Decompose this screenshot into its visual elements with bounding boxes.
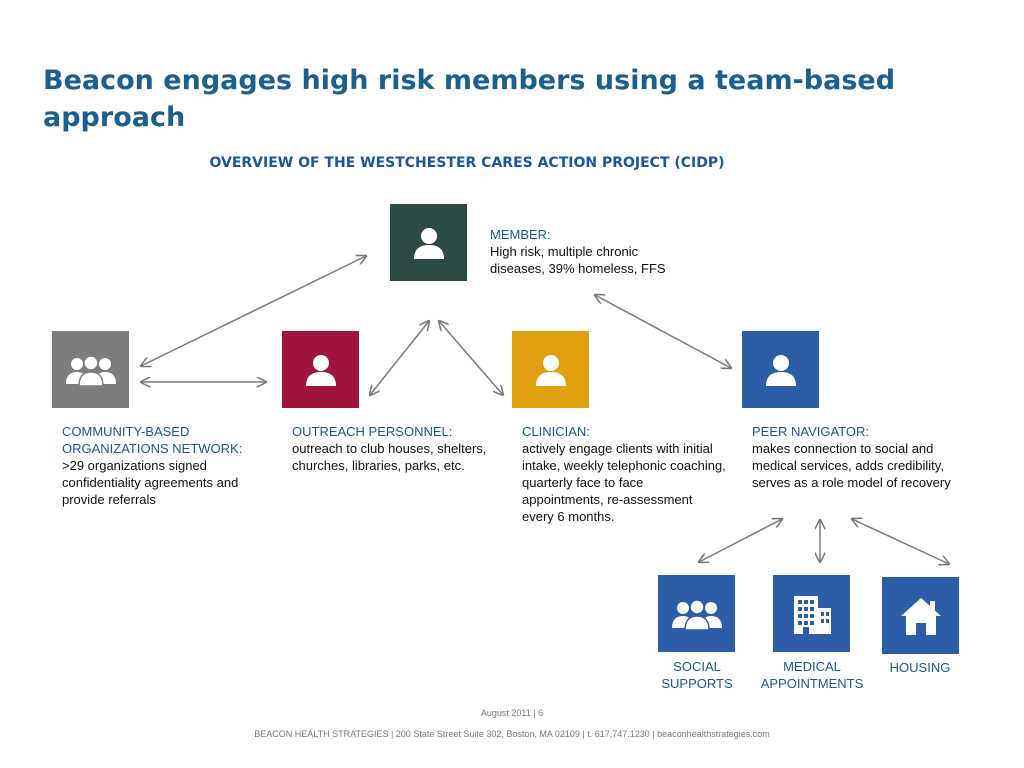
peer-role: PEER NAVIGATOR: bbox=[752, 424, 870, 439]
arrow-member-peer bbox=[595, 295, 731, 368]
building-icon bbox=[793, 595, 831, 634]
community-box bbox=[52, 331, 129, 408]
arrow-peer-housing bbox=[852, 519, 949, 564]
peer-desc: makes connection to social and medical s… bbox=[752, 441, 951, 490]
member-label: MEMBER: High risk, multiple chronic dise… bbox=[490, 226, 690, 277]
housing-label: HOUSING bbox=[889, 660, 951, 675]
housing-box bbox=[882, 577, 959, 654]
arrow-outreach-member bbox=[370, 321, 429, 395]
member-desc: High risk, multiple chronic diseases, 39… bbox=[490, 244, 666, 276]
social-supports-box bbox=[658, 575, 735, 652]
member-box bbox=[390, 204, 467, 281]
outreach-desc: outreach to club houses, shelters, churc… bbox=[292, 441, 487, 473]
person-icon bbox=[765, 354, 796, 386]
arrow-community-member bbox=[141, 256, 366, 366]
clinician-label: CLINICIAN: actively engage clients with … bbox=[522, 423, 727, 525]
community-desc: >29 organizations signed confidentiality… bbox=[62, 458, 239, 507]
member-role: MEMBER: bbox=[490, 227, 551, 242]
medical-appointments-label: MEDICAL APPOINTMENTS bbox=[760, 659, 864, 691]
person-icon bbox=[305, 354, 336, 386]
group-icon bbox=[671, 598, 722, 631]
arrow-member-clinician bbox=[439, 321, 503, 395]
arrow-peer-social bbox=[699, 519, 782, 562]
peer-label: PEER NAVIGATOR: makes connection to soci… bbox=[752, 423, 952, 491]
slide-title: Beacon engages high risk members using a… bbox=[43, 65, 896, 133]
medical-appointments-box bbox=[773, 575, 850, 652]
group-icon bbox=[65, 354, 116, 387]
person-icon bbox=[413, 227, 444, 259]
clinician-box bbox=[512, 331, 589, 408]
clinician-role: CLINICIAN: bbox=[522, 424, 590, 439]
house-icon bbox=[900, 597, 941, 635]
footer-address: BEACON HEALTH STRATEGIES | 200 State Str… bbox=[254, 729, 770, 739]
community-role: COMMUNITY-BASED ORGANIZATIONS NETWORK: bbox=[62, 424, 243, 456]
peer-box bbox=[742, 331, 819, 408]
clinician-desc: actively engage clients with initial int… bbox=[522, 441, 726, 524]
footer-date: August 2011 | 6 bbox=[480, 708, 544, 718]
social-supports-label: SOCIAL SUPPORTS bbox=[661, 659, 733, 691]
community-label: COMMUNITY-BASED ORGANIZATIONS NETWORK: >… bbox=[62, 423, 257, 508]
outreach-label: OUTREACH PERSONNEL: outreach to club hou… bbox=[292, 423, 487, 474]
slide-subtitle: OVERVIEW OF THE WESTCHESTER CARES ACTION… bbox=[209, 155, 725, 171]
person-icon bbox=[535, 354, 566, 386]
outreach-role: OUTREACH PERSONNEL: bbox=[292, 424, 453, 439]
outreach-box bbox=[282, 331, 359, 408]
